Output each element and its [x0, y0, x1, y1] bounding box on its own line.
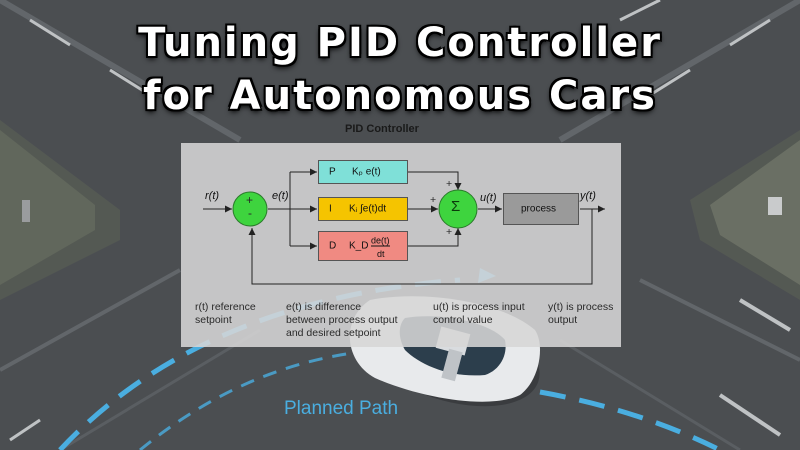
- sum-symbol: Σ: [451, 198, 461, 215]
- planned-path-arc-right: [539, 389, 722, 450]
- signal-y: y(t): [580, 190, 596, 202]
- d-block-gain: K_D: [349, 240, 369, 252]
- desc-r-line2: setpoint: [195, 314, 232, 326]
- signal-r: r(t): [205, 190, 220, 202]
- process-block: process: [503, 193, 579, 225]
- desc-y-line1: y(t) is process: [548, 301, 614, 313]
- i-block-formula: Kᵢ ∫e(t)dt: [349, 203, 387, 215]
- planned-path-arc-inner: [139, 348, 381, 450]
- planned-path-label: Planned Path: [284, 398, 399, 419]
- signal-e: e(t): [272, 190, 289, 202]
- i-block: I Kᵢ ∫e(t)dt: [318, 197, 408, 221]
- diagram-heading: PID Controller: [345, 123, 419, 135]
- process-label: process: [521, 203, 557, 215]
- error-summing-junction: [232, 191, 268, 227]
- desc-u-line1: u(t) is process input: [433, 301, 525, 313]
- d-block-letter: D: [329, 240, 337, 252]
- desc-u-line2: control value: [433, 314, 493, 326]
- junction-plus-sign: +: [246, 193, 254, 207]
- d-block-numerator: de(t): [371, 235, 390, 247]
- i-block-letter: I: [329, 203, 332, 215]
- desc-r-line1: r(t) reference: [195, 301, 256, 313]
- p-block: P Kₚ e(t): [318, 160, 408, 184]
- desc-e-line2: between process output: [286, 314, 398, 326]
- d-block: D K_D de(t) dt: [318, 231, 408, 261]
- sum-plus-top: +: [446, 178, 453, 190]
- p-block-letter: P: [329, 166, 336, 178]
- junction-minus-sign: -: [248, 206, 252, 220]
- title-line-2: for Autonomous Cars: [143, 73, 657, 119]
- desc-e-line1: e(t) is difference: [286, 301, 362, 313]
- d-block-denominator: dt: [377, 249, 385, 259]
- desc-y-line2: output: [548, 314, 578, 326]
- title-line-1: Tuning PID Controller: [138, 20, 662, 66]
- sum-plus-bottom: +: [446, 226, 453, 238]
- sum-plus-left: +: [430, 194, 437, 206]
- p-block-formula: Kₚ e(t): [352, 166, 381, 178]
- desc-e-line3: and desired setpoint: [286, 327, 381, 339]
- signal-u: u(t): [480, 192, 497, 204]
- pid-summing-junction: [438, 189, 478, 229]
